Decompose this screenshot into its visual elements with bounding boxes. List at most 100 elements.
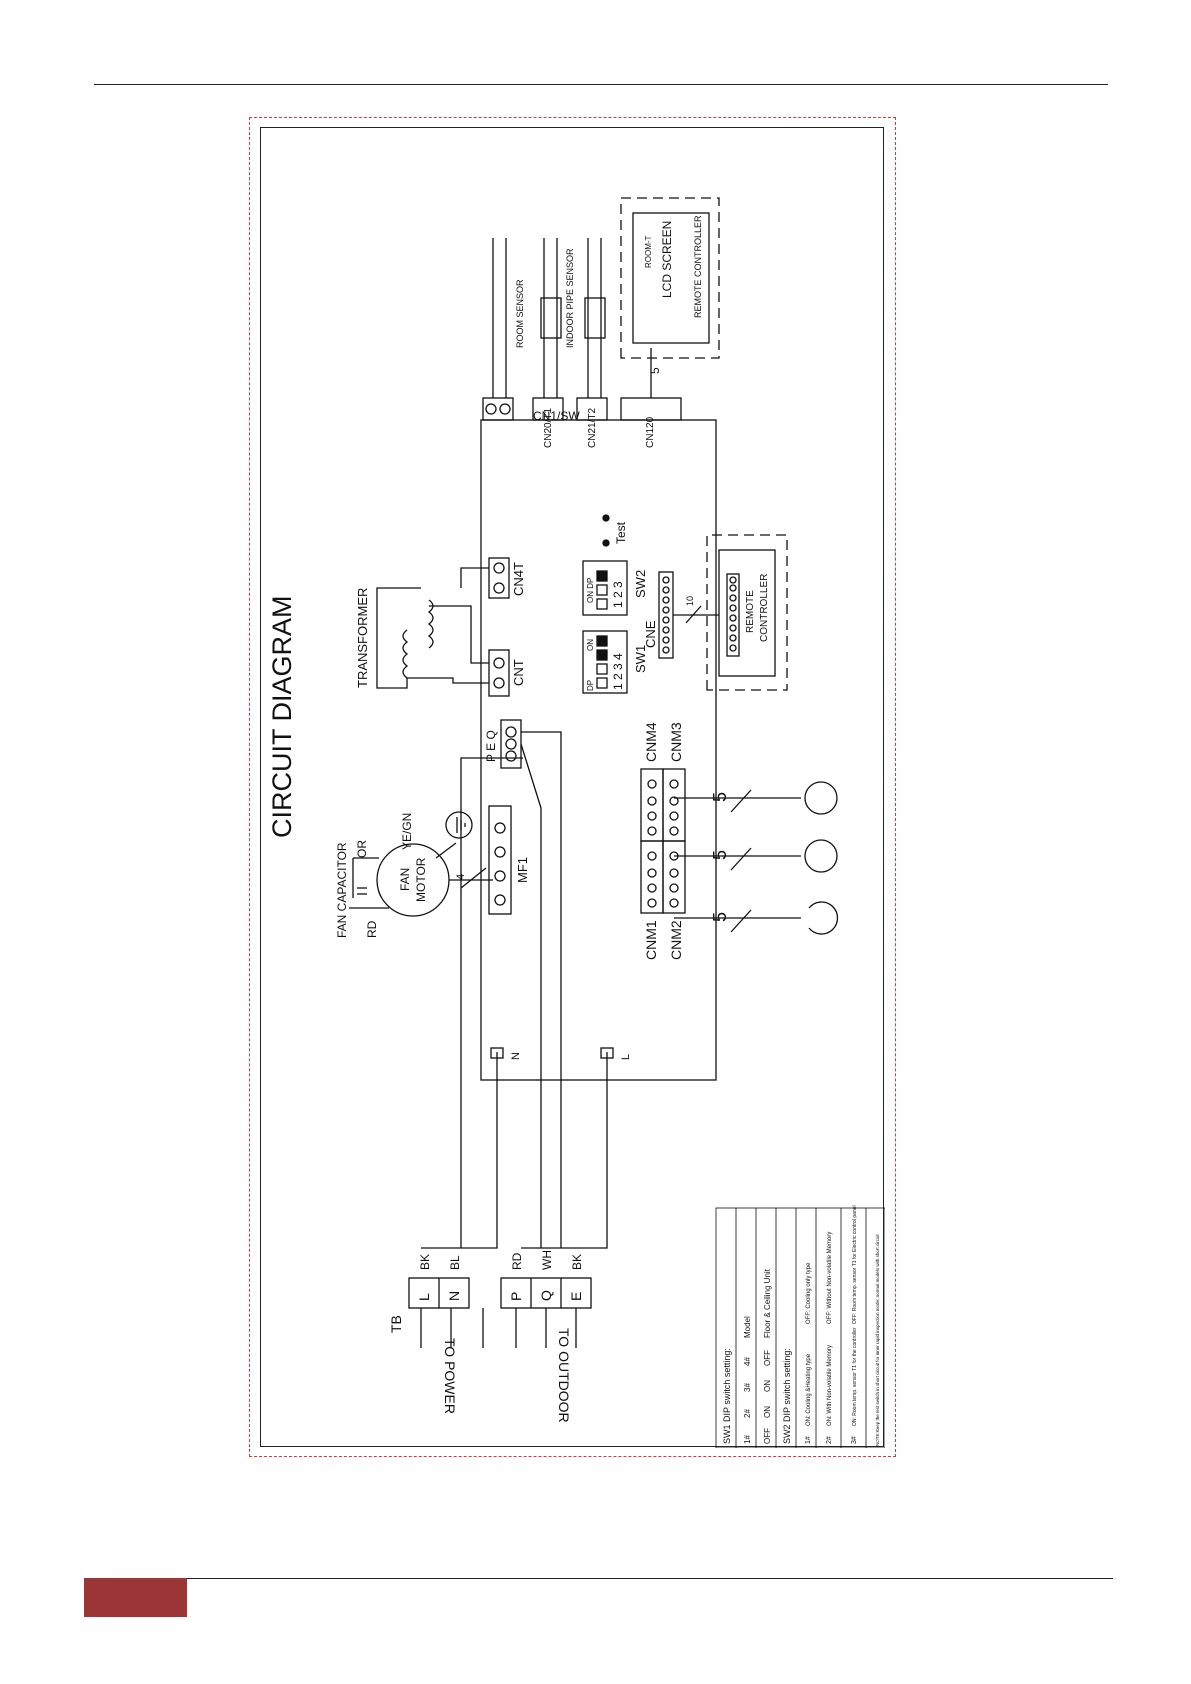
lcd-remote-box bbox=[620, 197, 720, 359]
wire-or-label: OR bbox=[355, 840, 369, 858]
lcd-remote-controller[interactable] bbox=[632, 212, 710, 344]
transformer-coil-primary bbox=[402, 629, 409, 679]
svg-text:ON: Cooling &Heating type: ON: Cooling &Heating type bbox=[806, 1353, 812, 1426]
terminal-block-label: TB bbox=[388, 1315, 404, 1333]
svg-text:P: P bbox=[508, 1292, 524, 1301]
svg-text:ON: ON bbox=[763, 1380, 772, 1392]
lcd-screen-label: LCD SCREEN bbox=[660, 221, 674, 298]
svg-text:REMOTE CONTROLLER: REMOTE CONTROLLER bbox=[693, 215, 703, 318]
remote-controller-box bbox=[706, 534, 788, 691]
connector-cn21t2 bbox=[576, 397, 608, 421]
connector-cn120-label: CN120 bbox=[645, 416, 656, 448]
dip-switch-sw1-label: SW1 bbox=[633, 645, 648, 673]
svg-text:L: L bbox=[416, 1293, 432, 1301]
connector-cn120 bbox=[620, 397, 682, 421]
test-label: Test bbox=[614, 521, 628, 544]
svg-text:E: E bbox=[568, 1292, 584, 1301]
circuit-diagram-panel: CIRCUIT DIAGRAM FAN CAPACITOR RD OR YE/G… bbox=[260, 127, 885, 1448]
connector-cn1sw bbox=[482, 397, 514, 421]
fan-motor bbox=[376, 843, 450, 917]
dip-switch-sw2[interactable] bbox=[582, 560, 628, 616]
dip-switch-sw1[interactable] bbox=[582, 630, 628, 694]
svg-text:1 2 3: 1 2 3 bbox=[611, 581, 625, 608]
svg-text:SW1 DIP switch setting:: SW1 DIP switch setting: bbox=[722, 1348, 732, 1444]
transformer-coil-secondary bbox=[427, 599, 434, 649]
svg-text:ON: Room temp. sensor T1 for t: ON: Room temp. sensor T1 for the control… bbox=[852, 1327, 858, 1426]
svg-text:1 2 3 4: 1 2 3 4 bbox=[611, 653, 625, 690]
svg-text:N: N bbox=[510, 1052, 522, 1060]
connector-cnm1-label: CNM1 bbox=[643, 920, 659, 960]
svg-text:OFF: Without Non-volatile Memo: OFF: Without Non-volatile Memory bbox=[827, 1232, 833, 1324]
svg-text:5: 5 bbox=[710, 792, 730, 802]
svg-text:Floor & Ceiling Unit: Floor & Ceiling Unit bbox=[763, 1268, 772, 1338]
connector-cnm3-label: CNM3 bbox=[668, 722, 684, 762]
header-rule bbox=[94, 84, 1108, 85]
transformer-label: TRANSFORMER bbox=[355, 588, 370, 688]
svg-text:2#: 2# bbox=[743, 1409, 752, 1418]
svg-text:OFF: OFF bbox=[763, 1350, 772, 1366]
swing-motor-1 bbox=[804, 839, 838, 873]
svg-text:3#: 3# bbox=[851, 1436, 858, 1444]
test-point[interactable] bbox=[602, 539, 610, 547]
connector-cnt bbox=[488, 649, 510, 697]
indoor-pipe-sensor bbox=[584, 297, 606, 339]
svg-text:1#: 1# bbox=[805, 1436, 812, 1444]
svg-text:DP: DP bbox=[586, 680, 595, 691]
footer-rule bbox=[185, 1578, 1113, 1579]
to-power-label: TO POWER bbox=[442, 1338, 458, 1414]
svg-text:ON: With Non-volatile Memory: ON: With Non-volatile Memory bbox=[827, 1345, 833, 1426]
svg-text:3#: 3# bbox=[743, 1383, 752, 1392]
remote-controller[interactable] bbox=[718, 549, 776, 677]
connector-mf1-label: MF1 bbox=[515, 857, 530, 883]
fan-capacitor-label: FAN CAPACITOR bbox=[335, 842, 349, 938]
svg-text:ROOM-T: ROOM-T bbox=[644, 235, 653, 268]
connector-cn4t-label: CN4T bbox=[511, 562, 526, 596]
wire-yegn-label: YE/GN bbox=[400, 813, 414, 850]
ground-icon bbox=[445, 811, 473, 839]
svg-text:CONTROLLER: CONTROLLER bbox=[759, 574, 770, 642]
svg-text:L: L bbox=[620, 1054, 632, 1060]
svg-text:OFF: Cooling only type: OFF: Cooling only type bbox=[806, 1262, 812, 1324]
connector-cnm2-label: CNM2 bbox=[668, 920, 684, 960]
svg-text:BL: BL bbox=[448, 1255, 462, 1270]
connector-cn21t2-label: CN21/T2 bbox=[587, 408, 598, 448]
svg-text:4#: 4# bbox=[743, 1357, 752, 1366]
to-outdoor-label: TO OUTDOOR bbox=[556, 1328, 572, 1423]
connector-cn20t1 bbox=[532, 397, 564, 421]
svg-text:1#: 1# bbox=[743, 1435, 752, 1444]
svg-text:5: 5 bbox=[648, 367, 662, 374]
dip-setting-table bbox=[715, 1207, 885, 1448]
svg-text:NOTE:Keep the test switch in s: NOTE:Keep the test switch in short circu… bbox=[875, 1234, 880, 1446]
svg-text:5: 5 bbox=[710, 912, 730, 922]
wire-rd-label: RD bbox=[365, 920, 379, 938]
svg-text:BK: BK bbox=[570, 1254, 584, 1270]
room-sensor bbox=[540, 297, 562, 339]
svg-text:ON: ON bbox=[763, 1406, 772, 1418]
connector-cnm3 bbox=[662, 768, 686, 842]
svg-text:REMOTE: REMOTE bbox=[745, 590, 756, 633]
diagram-frame bbox=[249, 117, 896, 1457]
dip-switch-sw2-label: SW2 bbox=[633, 570, 648, 598]
fan-motor-label-1: FAN bbox=[398, 868, 412, 891]
svg-text:5: 5 bbox=[710, 850, 730, 860]
connector-cne-label: CNE bbox=[643, 620, 658, 648]
connector-cn1sw-label: CN1/SW bbox=[533, 409, 580, 423]
room-sensor-label: ROOM SENSOR bbox=[515, 279, 525, 348]
cne-wire-count: 10 bbox=[685, 596, 695, 606]
footer-accent-block bbox=[84, 1578, 187, 1617]
svg-text:OFF: Room temp. sensor T1 for: OFF: Room temp. sensor T1 for Electric c… bbox=[852, 1205, 858, 1324]
svg-text:WH: WH bbox=[540, 1250, 554, 1270]
svg-text:RD: RD bbox=[510, 1252, 524, 1270]
svg-text:BK: BK bbox=[418, 1254, 432, 1270]
svg-text:ON DP: ON DP bbox=[586, 578, 595, 603]
svg-text:SW2 DIP switch setting:: SW2 DIP switch setting: bbox=[782, 1348, 792, 1444]
indoor-pipe-sensor-label: INDOOR PIPE SENSOR bbox=[565, 248, 575, 348]
connector-peq-label: P E Q bbox=[484, 730, 498, 762]
svg-text:ON: ON bbox=[586, 639, 595, 651]
diagram-title: CIRCUIT DIAGRAM bbox=[267, 595, 297, 838]
svg-text:2#: 2# bbox=[826, 1436, 833, 1444]
connector-cn20t1-label: CN20/T1 bbox=[543, 408, 554, 448]
connector-cn4t bbox=[488, 557, 510, 599]
connector-cnm4-label: CNM4 bbox=[643, 722, 659, 762]
swing-motor-2 bbox=[804, 781, 838, 815]
